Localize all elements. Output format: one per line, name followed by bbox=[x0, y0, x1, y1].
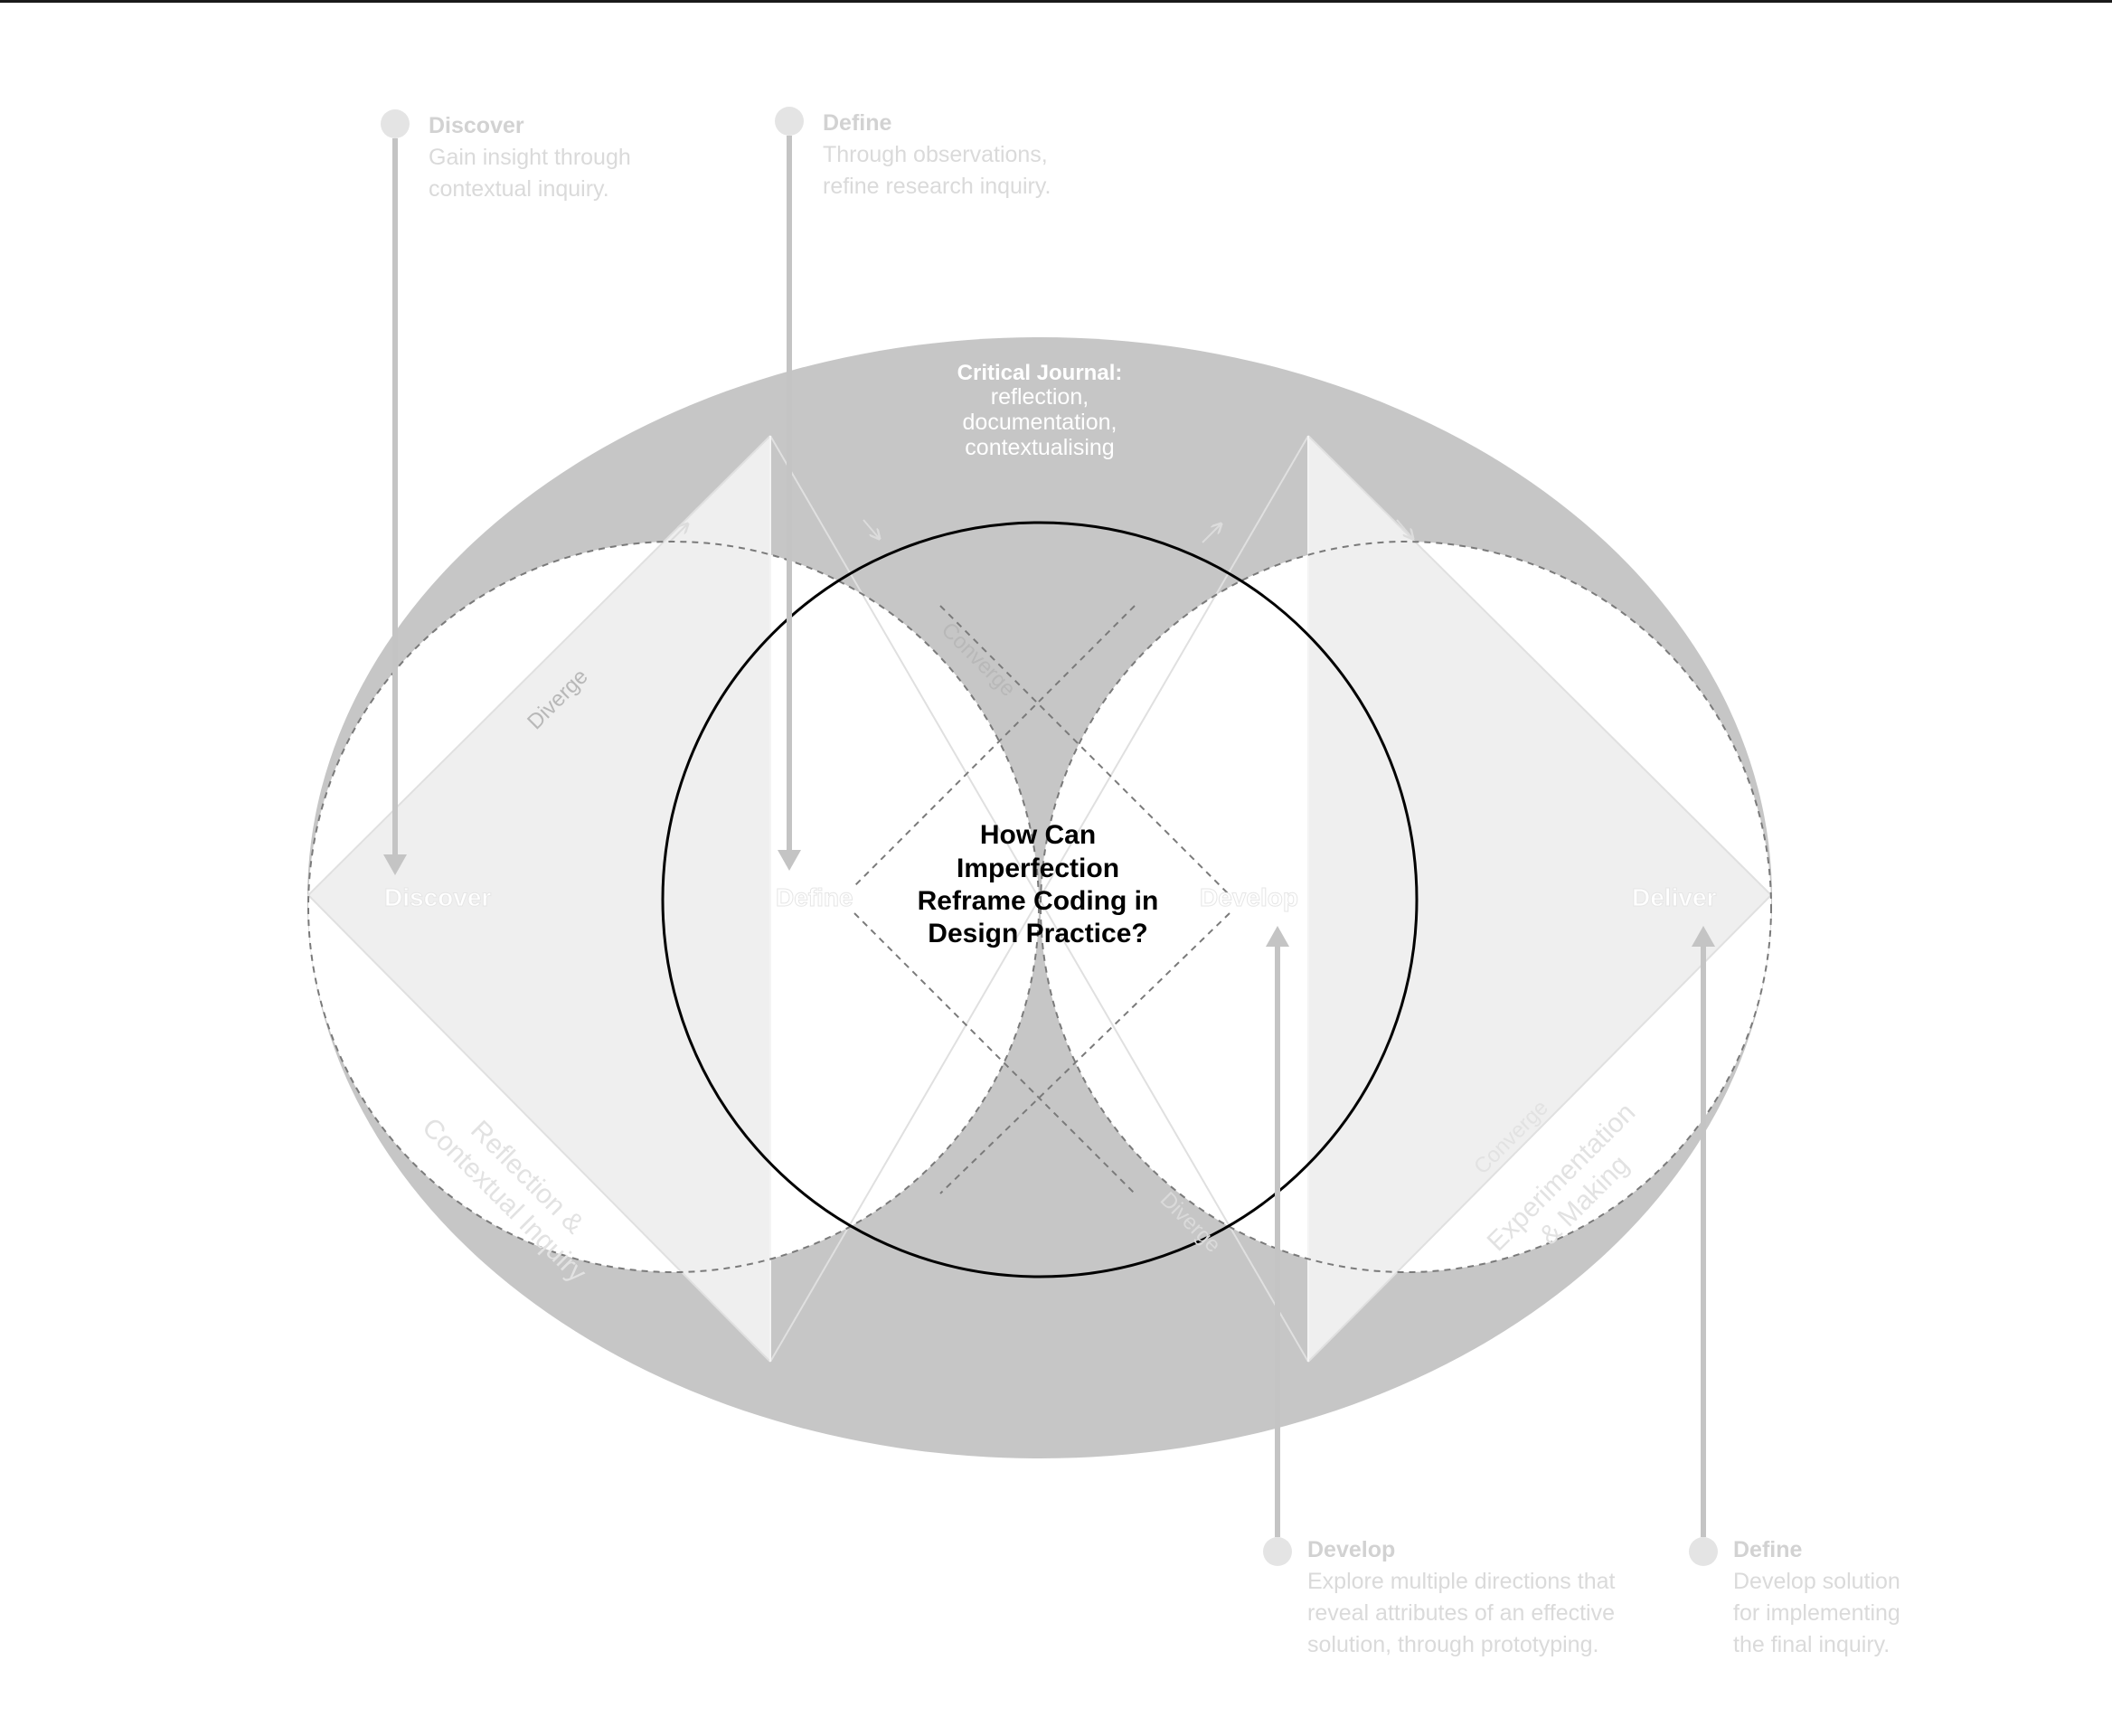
callout-define-top-text: Through observations, refine research in… bbox=[823, 142, 1051, 199]
question-line1: How Can bbox=[980, 820, 1096, 850]
stage-labels: Discover Define Develop Deliver bbox=[384, 883, 1717, 912]
callout-discover-text: Gain insight through contextual inquiry. bbox=[429, 145, 631, 202]
critical-journal-label: Critical Journal: bbox=[957, 361, 1123, 385]
stage-discover: Discover bbox=[384, 883, 491, 911]
callout-define-bottom-heading: Define bbox=[1733, 1537, 1803, 1562]
callout-define-bottom: Define Develop solution for implementing… bbox=[1733, 1534, 1900, 1661]
circle-dashed-outlines bbox=[307, 541, 1772, 1273]
stage-deliver: Deliver bbox=[1632, 883, 1716, 911]
callout-define-top-heading: Define bbox=[823, 110, 892, 136]
question-line3: Reframe Coding in bbox=[918, 886, 1159, 916]
critical-journal-line3: contextualising bbox=[965, 435, 1114, 460]
callout-discover-heading: Discover bbox=[429, 113, 524, 138]
question-line2: Imperfection bbox=[957, 854, 1119, 883]
callout-develop-heading: Develop bbox=[1307, 1537, 1396, 1562]
diamond-right-shade bbox=[1308, 436, 1771, 1362]
critical-journal-line2: documentation, bbox=[963, 410, 1117, 435]
callout-define-bottom-text: Develop solution for implementing the fi… bbox=[1733, 1569, 1900, 1657]
top-border-line bbox=[0, 0, 2112, 3]
stage-develop: Develop bbox=[1200, 883, 1298, 911]
callout-develop: Develop Explore multiple directions that… bbox=[1307, 1534, 1615, 1661]
diamond-left-shade bbox=[308, 436, 770, 1362]
stage-define: Define bbox=[776, 883, 853, 911]
critical-journal-text: Critical Journal: reflection, documentat… bbox=[957, 361, 1123, 460]
central-question: How Can Imperfection Reframe Coding in D… bbox=[918, 820, 1159, 948]
callout-connectors bbox=[381, 107, 1718, 1566]
lens-dashed-cross bbox=[853, 605, 1230, 1194]
callout-define-top: Define Through observations, refine rese… bbox=[823, 108, 1051, 203]
critical-journal-line1: reflection, bbox=[991, 384, 1089, 410]
question-line4: Design Practice? bbox=[928, 919, 1147, 948]
callout-discover: Discover Gain insight through contextual… bbox=[429, 110, 631, 205]
central-lens bbox=[661, 521, 1419, 1278]
edge-direction-arrows bbox=[668, 519, 1412, 543]
callout-develop-text: Explore multiple directions that reveal … bbox=[1307, 1569, 1616, 1657]
